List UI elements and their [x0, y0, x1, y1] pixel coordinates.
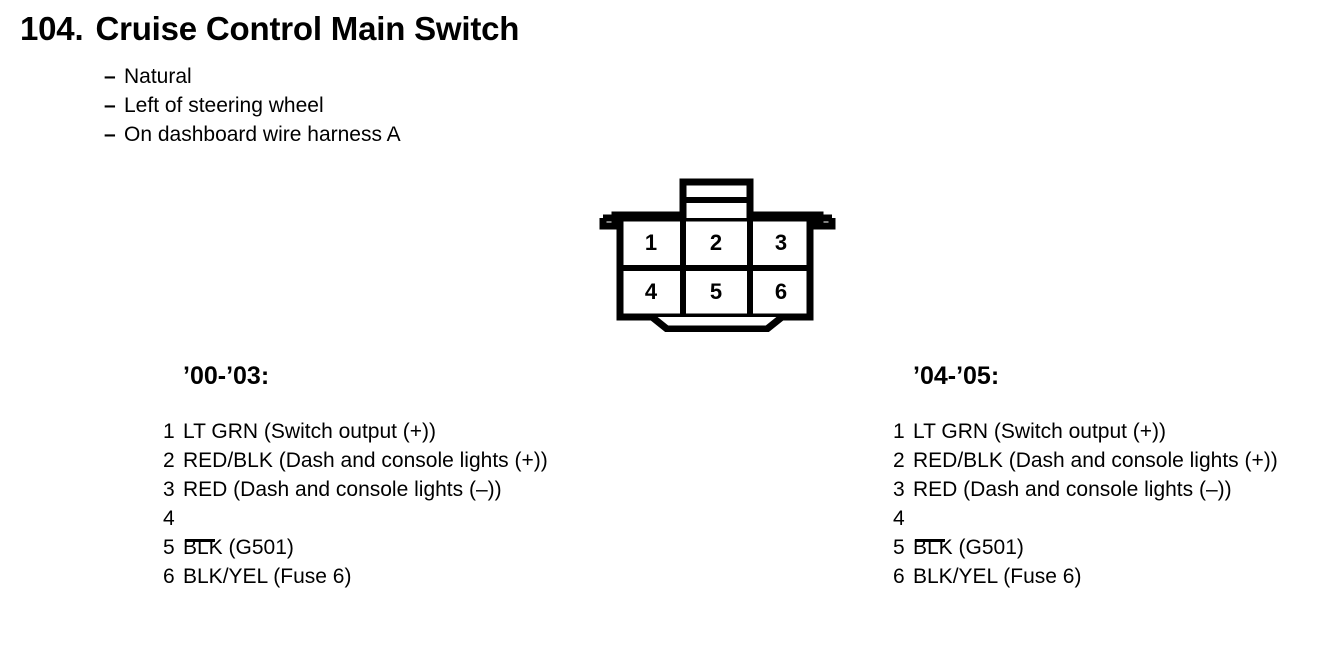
- pin-row: 2 RED/BLK (Dash and console lights (+)): [163, 446, 548, 475]
- pin-row: 4: [163, 504, 548, 542]
- dash-bullet-icon: –: [104, 65, 116, 88]
- pin-row-list: 1 LT GRN (Switch output (+)) 2 RED/BLK (…: [163, 417, 548, 591]
- dash-bullet-icon: –: [104, 94, 116, 117]
- pin-label-1: 1: [645, 230, 657, 255]
- pin-number: 4: [163, 507, 175, 530]
- pin-number: 6: [893, 565, 905, 588]
- pin-row: 1 LT GRN (Switch output (+)): [163, 417, 548, 446]
- pin-number: 3: [163, 478, 175, 501]
- pin-table-heading: ’04-’05:: [913, 362, 1000, 390]
- spec-list: – Natural – Left of steering wheel – On …: [104, 62, 401, 149]
- connector-right-shoulder: [810, 218, 836, 230]
- pin-row: 3 RED (Dash and console lights (–)): [163, 475, 548, 504]
- pin-row: 2 RED/BLK (Dash and console lights (+)): [893, 446, 1278, 475]
- pin-row-list: 1 LT GRN (Switch output (+)) 2 RED/BLK (…: [893, 417, 1278, 591]
- spec-item: – Natural: [104, 62, 401, 91]
- connector-svg: 1 2 3 4 5 6: [599, 178, 836, 332]
- connector-bottom-tab: [649, 314, 785, 332]
- pin-description: RED (Dash and console lights (–)): [913, 478, 1232, 501]
- pin-description: RED/BLK (Dash and console lights (+)): [913, 449, 1278, 472]
- pin-description: BLK/YEL (Fuse 6): [183, 565, 352, 588]
- spec-item: – On dashboard wire harness A: [104, 120, 401, 149]
- spec-item-label: On dashboard wire harness A: [124, 123, 401, 146]
- pin-description: BLK (G501): [913, 536, 1024, 559]
- pin-row: 3 RED (Dash and console lights (–)): [893, 475, 1278, 504]
- pin-number: 3: [893, 478, 905, 501]
- spec-item-label: Left of steering wheel: [124, 94, 324, 117]
- pin-number: 2: [893, 449, 905, 472]
- pin-number: 1: [893, 420, 905, 443]
- spec-item: – Left of steering wheel: [104, 91, 401, 120]
- pin-description: BLK (G501): [183, 536, 294, 559]
- pin-row: 6 BLK/YEL (Fuse 6): [893, 562, 1278, 591]
- pin-description: RED (Dash and console lights (–)): [183, 478, 502, 501]
- pin-description: RED/BLK (Dash and console lights (+)): [183, 449, 548, 472]
- pin-label-4: 4: [645, 279, 658, 304]
- pin-row: 5 BLK (G501): [893, 533, 1278, 562]
- pin-number: 2: [163, 449, 175, 472]
- pin-description: LT GRN (Switch output (+)): [913, 420, 1167, 443]
- connector-left-shoulder: [599, 218, 620, 230]
- pin-number: 6: [163, 565, 175, 588]
- dash-bullet-icon: –: [104, 123, 116, 146]
- pin-row: 1 LT GRN (Switch output (+)): [893, 417, 1278, 446]
- pin-row: 5 BLK (G501): [163, 533, 548, 562]
- pin-label-2: 2: [710, 230, 722, 255]
- connector-diagram: 1 2 3 4 5 6: [595, 172, 840, 332]
- section-number: 104.: [20, 10, 84, 47]
- pin-number: 4: [893, 507, 905, 530]
- pin-description: BLK/YEL (Fuse 6): [913, 565, 1082, 588]
- section-title: Cruise Control Main Switch: [95, 10, 520, 47]
- pin-label-3: 3: [775, 230, 787, 255]
- spec-item-label: Natural: [124, 65, 192, 88]
- pin-row: 6 BLK/YEL (Fuse 6): [163, 562, 548, 591]
- pin-label-5: 5: [710, 279, 722, 304]
- pin-description: LT GRN (Switch output (+)): [183, 420, 437, 443]
- pin-number: 5: [893, 536, 905, 559]
- pin-label-6: 6: [775, 279, 787, 304]
- pin-number: 1: [163, 420, 175, 443]
- page-title: 104. Cruise Control Main Switch: [20, 10, 519, 48]
- pin-number: 5: [163, 536, 175, 559]
- pin-table-heading: ’00-’03:: [183, 362, 270, 390]
- pin-row: 4: [893, 504, 1278, 542]
